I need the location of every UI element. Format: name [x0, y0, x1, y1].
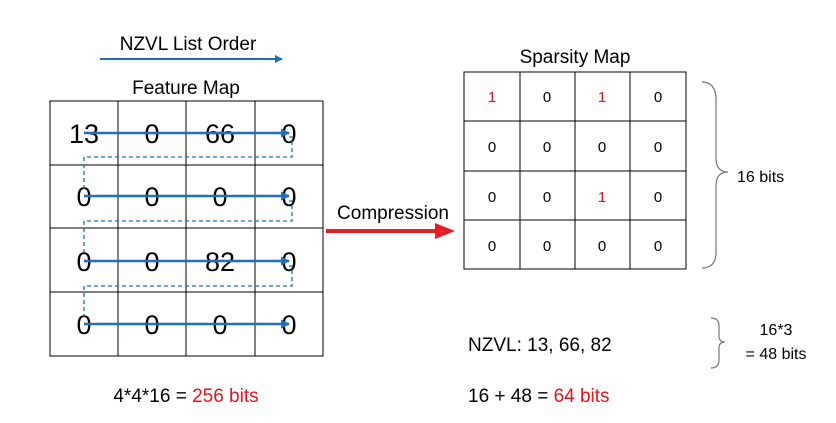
sparsity-map-cell-r2-c2: 0 — [543, 139, 551, 156]
total-size: 16 + 48 = 64 bits — [468, 386, 610, 407]
sparsity-map-cell-r1-c1: 1 — [488, 89, 496, 106]
sparsity-bits-label: 16 bits — [737, 169, 784, 186]
nzvl-bits-line1: 16*3 — [760, 322, 793, 339]
sparsity-map-cell-r4-c2: 0 — [543, 238, 551, 255]
nzvl-brace — [710, 317, 726, 369]
nzvl-list: NZVL: 13, 66, 82 — [468, 335, 612, 356]
feature-map-grid — [49, 100, 324, 357]
feature-map-title: Feature Map — [132, 78, 240, 99]
sparsity-map-cell-r3-c1: 0 — [488, 189, 496, 206]
sparsity-map-cell-r3-c4: 0 — [654, 189, 662, 206]
sparsity-brace — [701, 81, 729, 269]
sparsity-map-title: Sparsity Map — [520, 47, 631, 68]
traversal-return-2 — [83, 200, 293, 254]
nzvl-order-label: NZVL List Order — [120, 34, 257, 55]
feature-map-size: 4*4*16 = 256 bits — [113, 386, 258, 407]
traversal-return-3 — [83, 265, 293, 317]
sparsity-map-cell-r1-c4: 0 — [654, 89, 662, 106]
sparsity-map-cell-r1-c2: 0 — [543, 89, 551, 106]
total-size-formula: 16 + 48 = — [468, 386, 554, 407]
sparsity-map-cells: 1 0 1 0 0 0 0 0 0 0 1 0 0 0 0 0 — [488, 89, 662, 255]
feature-map-size-result: 256 bits — [192, 386, 259, 407]
sparsity-map-cell-r1-c3: 1 — [598, 89, 606, 106]
sparsity-map-cell-r3-c2: 0 — [543, 189, 551, 206]
compression-label: Compression — [337, 203, 449, 224]
nzvl-bits-line2: = 48 bits — [746, 346, 807, 363]
feature-map-size-formula: 4*4*16 = — [113, 386, 192, 407]
sparsity-map-cell-r2-c1: 0 — [488, 139, 496, 156]
sparsity-map-cell-r4-c3: 0 — [598, 238, 606, 255]
sparsity-map-grid — [463, 71, 687, 270]
sparsity-map-cell-r4-c1: 0 — [488, 238, 496, 255]
sparsity-map-cell-r3-c3: 1 — [598, 189, 606, 206]
compression-arrowhead — [435, 223, 455, 239]
traversal-return-1 — [83, 136, 293, 189]
sparsity-map-cell-r2-c4: 0 — [654, 139, 662, 156]
traversal-arrows — [83, 128, 293, 329]
sparsity-map-cell-r2-c3: 0 — [598, 139, 606, 156]
total-size-result: 64 bits — [554, 386, 610, 407]
sparsity-map-cell-r4-c4: 0 — [654, 238, 662, 255]
